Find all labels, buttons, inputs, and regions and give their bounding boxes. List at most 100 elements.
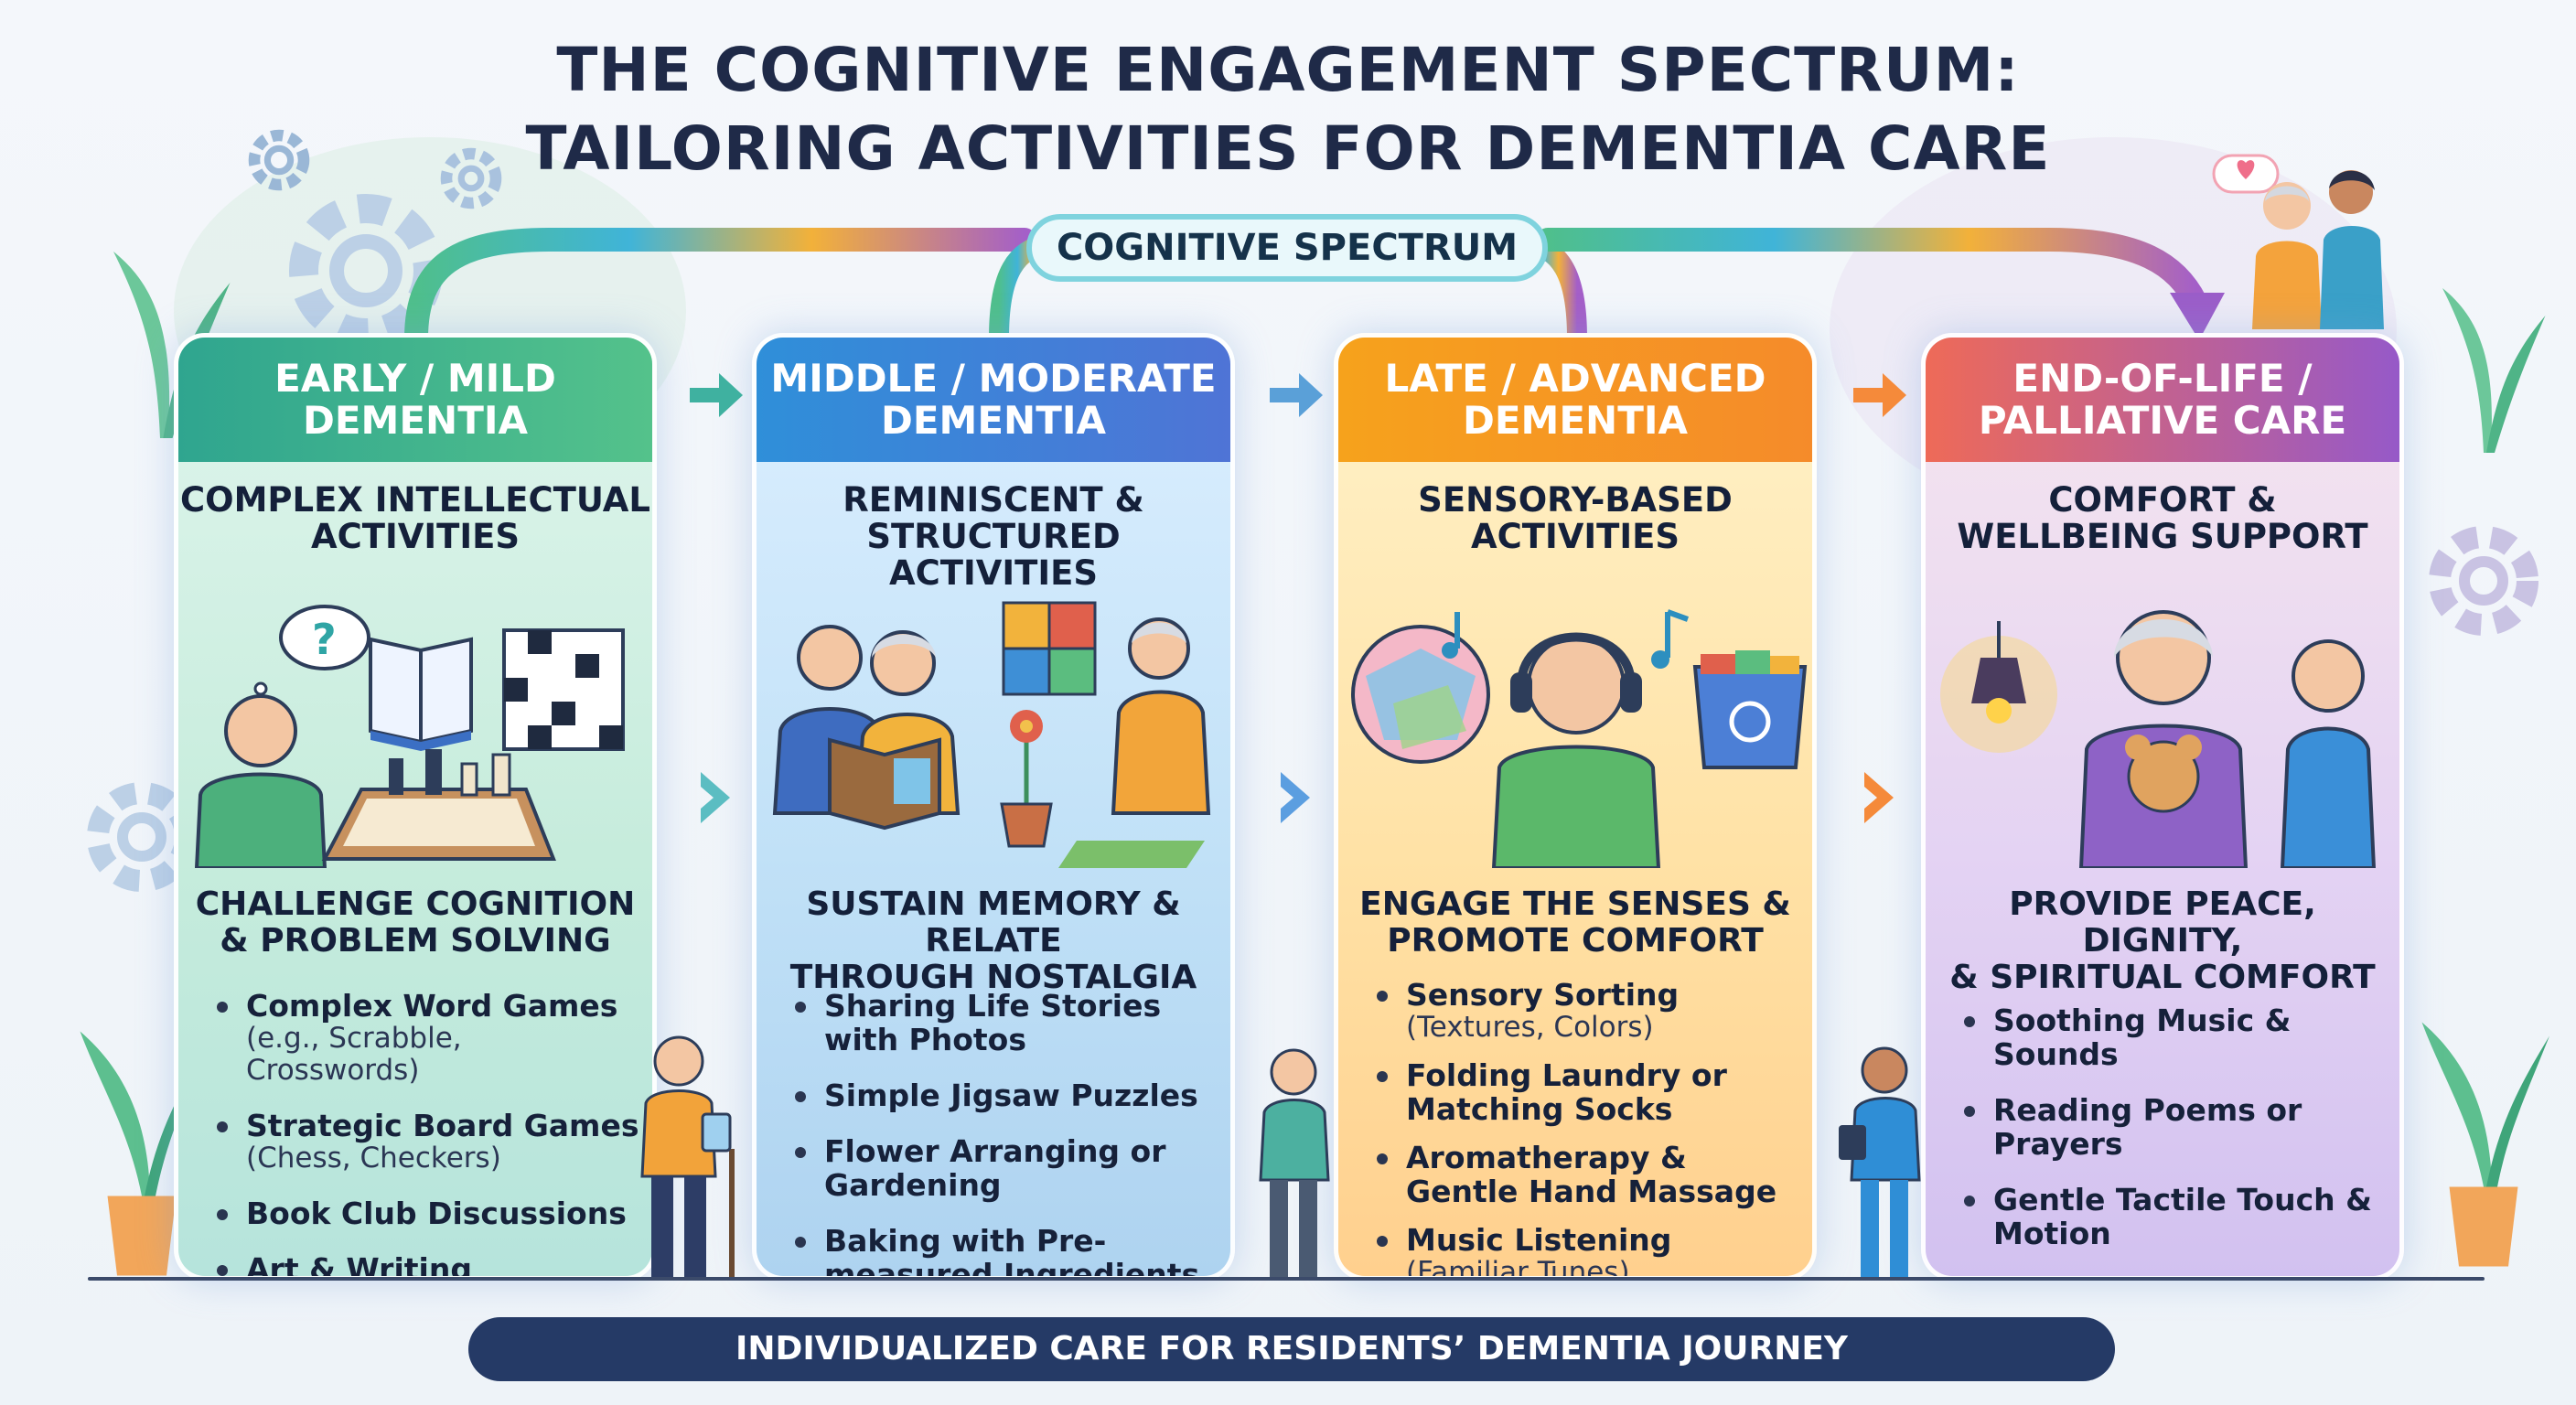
item-label: Complex Word Games	[246, 988, 618, 1024]
leaf-icon	[2442, 288, 2546, 453]
goal-line: PROMOTE COMFORT	[1387, 922, 1764, 960]
list-item: Flower Arranging or Gardening	[791, 1134, 1221, 1202]
item-label: Diffusing Relaxing Scents	[1993, 1272, 2390, 1276]
gardening-person-icon	[1058, 617, 1211, 868]
stage-activity-type: SENSORY-BASED ACTIVITIES	[1338, 482, 1812, 555]
page-title: THE COGNITIVE ENGAGEMENT SPECTRUM: TAILO…	[0, 31, 2576, 188]
activity-list: Sharing Life Stories with Photos Simple …	[791, 989, 1221, 1281]
goal-line: & PROBLEM SOLVING	[220, 922, 611, 960]
stage-header: LATE / ADVANCED DEMENTIA	[1338, 338, 1812, 462]
list-item: Book Club Discussions	[213, 1196, 643, 1230]
stage-header-line: DEMENTIA	[1463, 398, 1688, 443]
goal-line: & SPIRITUAL COMFORT	[1949, 959, 2376, 996]
list-item: Diffusing Relaxing Scents	[1960, 1272, 2390, 1276]
activity-type-line: ACTIVITIES	[310, 517, 521, 556]
gear-icon	[248, 129, 310, 191]
item-label: Art & Writing Workshops	[246, 1251, 472, 1281]
goal-line: SUSTAIN MEMORY & RELATE	[806, 885, 1181, 960]
late-stage-illustration	[1351, 609, 1808, 868]
stage-activity-type: COMPLEX INTELLECTUAL ACTIVITIES	[178, 482, 652, 555]
stage-column-late: LATE / ADVANCED DEMENTIA SENSORY-BASED A…	[1334, 333, 1817, 1281]
chess-board-icon	[321, 749, 556, 861]
chevron-right-icon	[701, 772, 730, 823]
item-label: Baking with Pre-measured Ingredients	[824, 1223, 1200, 1281]
item-label: Gentle Tactile Touch & Motion	[1993, 1182, 2372, 1251]
chevron-right-icon	[1281, 772, 1310, 823]
item-note: (Chess, Checkers)	[246, 1142, 501, 1174]
stage-header: END-OF-LIFE / PALLIATIVE CARE	[1926, 338, 2399, 462]
stage-header-line: DEMENTIA	[881, 398, 1106, 443]
goal-line: PROVIDE PEACE, DIGNITY,	[2009, 885, 2316, 960]
goal-line: THROUGH NOSTALGIA	[789, 959, 1197, 996]
music-note-icon	[1442, 609, 1690, 669]
item-note: (Textures, Colors)	[1406, 1011, 1654, 1044]
stage-goal: SUSTAIN MEMORY & RELATE THROUGH NOSTALGI…	[757, 886, 1230, 996]
footer-banner: INDIVIDUALIZED CARE FOR RESIDENTS’ DEMEN…	[468, 1317, 2115, 1381]
sorting-bin-icon	[1692, 650, 1808, 769]
stage-column-end-of-life: END-OF-LIFE / PALLIATIVE CARE COMFORT & …	[1921, 333, 2404, 1281]
stage-header-line: PALLIATIVE CARE	[1978, 398, 2347, 443]
stage-goal: PROVIDE PEACE, DIGNITY, & SPIRITUAL COMF…	[1926, 886, 2399, 996]
stage-header-line: EARLY / MILD	[274, 356, 556, 401]
nurse-with-tablet-icon	[1839, 1046, 1921, 1279]
flower-pot-icon	[1000, 710, 1053, 848]
headphones-person-icon	[1491, 632, 1661, 868]
activity-type-line: COMPLEX INTELLECTUAL	[180, 480, 650, 520]
list-item: Strategic Board Games(Chess, Checkers)	[213, 1109, 643, 1174]
chevron-right-icon	[1864, 772, 1894, 823]
item-label: Aromatherapy & Gentle Hand Massage	[1406, 1140, 1777, 1209]
teddy-bear-person-icon	[2078, 610, 2249, 868]
stage-goal: CHALLENGE COGNITION & PROBLEM SOLVING	[178, 886, 652, 960]
stage-goal: ENGAGE THE SENSES & PROMOTE COMFORT	[1338, 886, 1812, 960]
stage-column-middle: MIDDLE / MODERATE DEMENTIA REMINISCENT &…	[752, 333, 1235, 1281]
item-label: Flower Arranging or Gardening	[824, 1133, 1166, 1203]
svg-text:?: ?	[312, 615, 337, 664]
list-item: Complex Word Games(e.g., Scrabble, Cross…	[213, 989, 643, 1087]
elderly-woman-with-tablet-icon	[1259, 1048, 1330, 1279]
item-label: Music Listening	[1406, 1222, 1672, 1258]
item-label: Reading Poems or Prayers	[1993, 1092, 2302, 1162]
list-item: Sharing Life Stories with Photos	[791, 989, 1221, 1056]
activity-type-line: WELLBEING SUPPORT	[1957, 517, 2368, 556]
stage-column-early: EARLY / MILD DEMENTIA COMPLEX INTELLECTU…	[174, 333, 657, 1281]
lamp-icon	[1940, 621, 2057, 753]
end-of-life-illustration	[1940, 610, 2377, 868]
item-note: (Familiar Tunes)	[1406, 1256, 1630, 1281]
stage-header-line: END-OF-LIFE /	[2012, 356, 2313, 401]
stage-header-line: MIDDLE / MODERATE	[770, 356, 1217, 401]
gear-icon	[440, 147, 502, 209]
activity-type-line: SENSORY-BASED	[1418, 480, 1733, 520]
list-item: Simple Jigsaw Puzzles	[791, 1078, 1221, 1112]
title-line-2: TAILORING ACTIVITIES FOR DEMENTIA CARE	[525, 113, 2051, 184]
gear-icon	[2429, 526, 2538, 636]
thinking-person-icon: ?	[194, 605, 370, 868]
list-item: Gentle Tactile Touch & Motion	[1960, 1183, 2390, 1250]
activity-type-line: COMFORT &	[2048, 480, 2277, 520]
list-item: Art & Writing Workshops	[213, 1251, 643, 1281]
elderly-man-with-cane-icon	[640, 1035, 735, 1279]
activity-list: Soothing Music & Sounds Reading Poems or…	[1960, 1003, 2390, 1276]
stage-header: EARLY / MILD DEMENTIA	[178, 338, 652, 462]
stage-header-line: LATE / ADVANCED	[1384, 356, 1766, 401]
arrow-right-icon	[1270, 373, 1323, 417]
list-item: Music Listening(Familiar Tunes)	[1373, 1222, 1803, 1281]
list-item: Aromatherapy & Gentle Hand Massage	[1373, 1141, 1803, 1208]
list-item: Folding Laundry or Matching Socks	[1373, 1058, 1803, 1126]
item-label: Soothing Music & Sounds	[1993, 1003, 2292, 1072]
list-item: Sensory Sorting(Textures, Colors)	[1373, 978, 1803, 1044]
crossword-icon	[502, 628, 625, 751]
item-label: Strategic Board Games	[246, 1108, 639, 1143]
texture-ball-icon	[1351, 625, 1490, 764]
stage-header-line: DEMENTIA	[303, 398, 528, 443]
caregiver-couple-icon	[2212, 154, 2384, 329]
middle-stage-illustration	[772, 601, 1211, 868]
item-note: (e.g., Scrabble, Crosswords)	[246, 1022, 462, 1087]
list-item: Reading Poems or Prayers	[1960, 1093, 2390, 1161]
goal-line: ENGAGE THE SENSES &	[1359, 885, 1791, 923]
activity-list: Sensory Sorting(Textures, Colors) Foldin…	[1373, 978, 1803, 1281]
activity-list: Complex Word Games(e.g., Scrabble, Cross…	[213, 989, 643, 1281]
arrow-right-icon	[1853, 373, 1906, 417]
jigsaw-puzzle-icon	[1002, 601, 1097, 696]
book-icon	[369, 637, 473, 751]
stage-activity-type: COMFORT & WELLBEING SUPPORT	[1926, 482, 2399, 555]
